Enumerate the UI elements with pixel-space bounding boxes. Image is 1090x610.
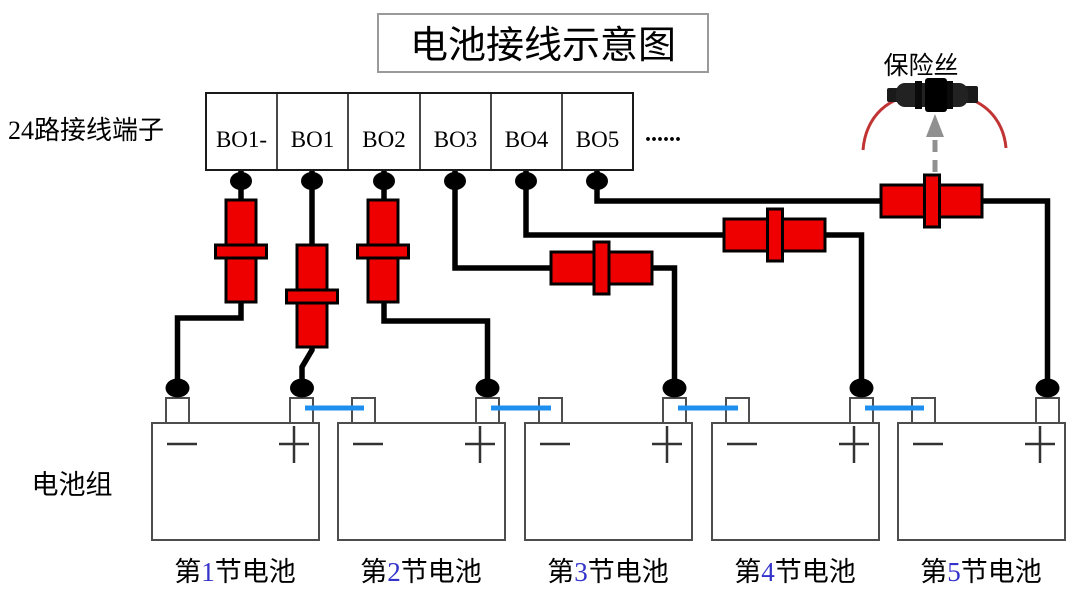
- fuse-label: 保险丝: [883, 52, 958, 80]
- plus-terminal-mark: [839, 426, 869, 463]
- fuse-photo-ridge: [915, 81, 922, 109]
- battery-wire-dot: [475, 378, 500, 398]
- battery-label: 第3节电池: [547, 557, 669, 587]
- wire-bo2-to-battery2-positive: [381, 170, 491, 388]
- terminal-dot: [444, 172, 466, 190]
- terminal-cell-label-bo4: BO4: [505, 127, 549, 152]
- fuse-photo-collar: [925, 78, 947, 112]
- terminal-dot: [301, 172, 323, 190]
- terminal-cell-label-bo1: BO1: [291, 127, 334, 152]
- dashed-arrow-head: [926, 114, 944, 137]
- terminal-cell-label-bo5: BO5: [576, 127, 619, 152]
- terminal-block: BO1- BO1 BO2 BO3 BO4 BO5 ......: [205, 92, 681, 190]
- fuse-crossbar: [356, 243, 410, 260]
- fuse-symbol-5-horizontal: [722, 207, 827, 263]
- battery-2: 第2节电池: [337, 397, 506, 587]
- diagram-title: 电池接线示意图: [410, 25, 676, 67]
- battery-positive-tab: [1035, 397, 1060, 424]
- terminal-cell-dividers: [276, 93, 563, 170]
- fuse-photo-wire-left: [861, 97, 899, 151]
- battery-wire-dot: [849, 378, 874, 398]
- fuse-photo-ridge: [946, 81, 953, 109]
- battery-4: 第4节电池: [711, 397, 880, 587]
- wire-bo4-to-battery4-positive: [523, 170, 865, 388]
- fuse-crossbar: [214, 243, 268, 260]
- battery-box: [524, 422, 693, 541]
- terminal-cell-labels: BO1- BO1 BO2 BO3 BO4 BO5: [216, 127, 619, 152]
- terminal-connection-dots: [230, 172, 608, 190]
- fuse-photo: 保险丝: [861, 52, 1008, 151]
- battery-wire-dot: [290, 378, 314, 398]
- title-box: 电池接线示意图: [377, 13, 709, 73]
- battery-wire-dot: [1035, 378, 1060, 398]
- plus-terminal-mark: [1025, 426, 1055, 463]
- terminal-block-label: 24路接线端子: [8, 116, 164, 145]
- fuse-photo-wire-right: [969, 97, 1008, 149]
- fuse-symbols: [214, 173, 984, 349]
- fuse-symbol-6-horizontal: [879, 173, 984, 229]
- battery-label: 第4节电池: [734, 557, 856, 587]
- battery-connection-dots: [165, 378, 1060, 398]
- battery-box: [337, 422, 506, 541]
- terminal-ellipsis-label: ......: [645, 121, 681, 147]
- fuse-symbol-1-vertical: [214, 198, 268, 304]
- terminal-dot: [586, 172, 608, 190]
- battery-label: 第2节电池: [360, 557, 482, 587]
- battery-pack-label: 电池组: [32, 470, 113, 500]
- terminal-cell-label-bo2: BO2: [362, 127, 405, 152]
- battery-1: 第1节电池: [151, 397, 320, 587]
- battery-3: 第3节电池: [524, 397, 693, 587]
- fuse-crossbar: [923, 173, 941, 229]
- battery-label: 第1节电池: [174, 557, 296, 587]
- battery-box: [151, 422, 320, 541]
- fuse-symbol-3-vertical: [356, 198, 410, 304]
- fuse-crossbar: [285, 288, 339, 305]
- battery-negative-tab: [165, 397, 190, 424]
- fuse-crossbar: [766, 207, 784, 263]
- title-box-border: [377, 13, 709, 73]
- battery-box: [897, 422, 1066, 541]
- plus-terminal-mark: [652, 426, 682, 463]
- terminal-dot: [515, 172, 537, 190]
- battery-5: 第5节电池: [897, 397, 1066, 587]
- terminal-cell-label-bo1minus: BO1-: [216, 127, 267, 152]
- fuse-crossbar: [592, 240, 611, 296]
- battery-label: 第5节电池: [920, 557, 1042, 587]
- terminal-cell-label-bo3: BO3: [434, 127, 477, 152]
- plus-terminal-mark: [465, 426, 495, 463]
- battery-wire-dot: [165, 378, 190, 398]
- battery-box: [711, 422, 880, 541]
- fuse-symbol-4-horizontal: [549, 240, 654, 296]
- terminal-dot: [373, 172, 395, 190]
- battery-wire-dot: [662, 378, 687, 398]
- plus-terminal-mark: [279, 426, 309, 463]
- fuse-pointer-arrow: [926, 114, 944, 172]
- fuse-symbol-2-vertical: [285, 243, 339, 349]
- terminal-dot: [230, 172, 252, 190]
